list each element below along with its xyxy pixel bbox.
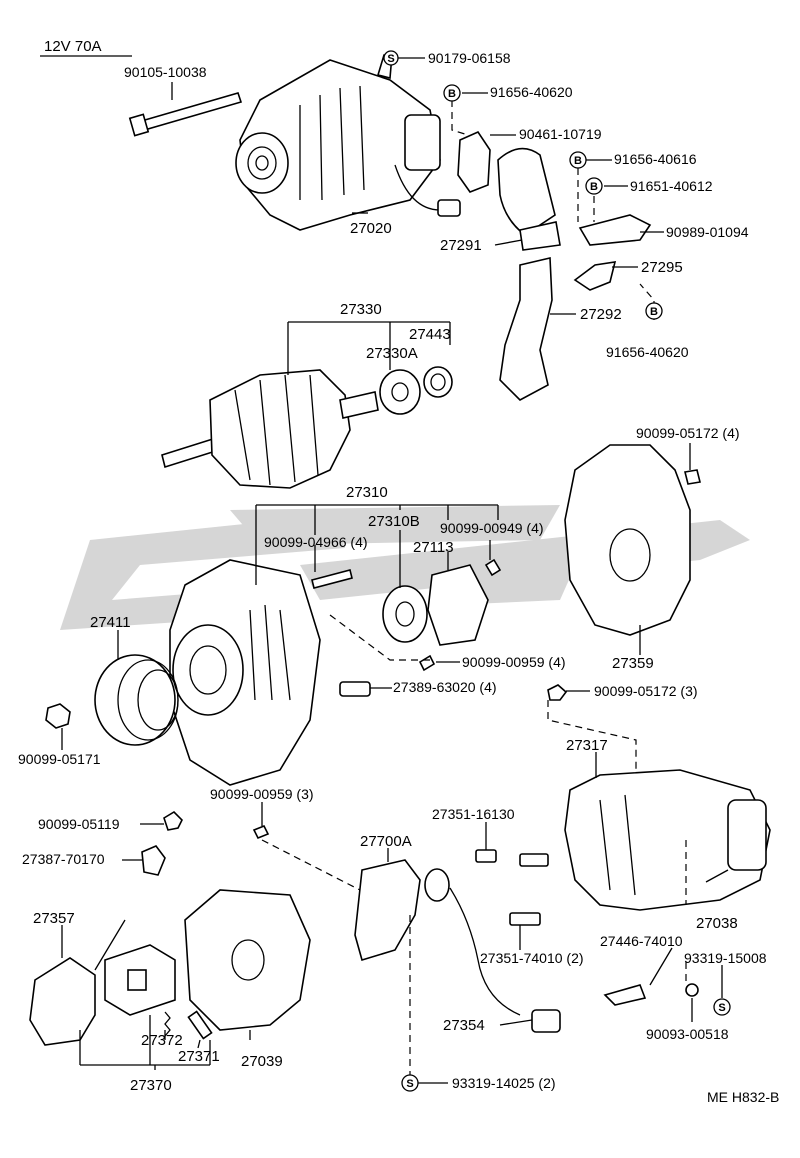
pulley — [94, 654, 179, 746]
pulley-nut — [45, 703, 71, 729]
label-90099-05172-3: 90099-05172 (3) — [594, 683, 698, 699]
stud-bolt — [311, 569, 353, 589]
brush — [187, 1010, 213, 1040]
label-93319-14025-2: 93319-14025 (2) — [452, 1075, 556, 1091]
label-90093-00518: 90093-00518 — [646, 1026, 729, 1042]
label-90989-01094: 90989-01094 — [666, 224, 749, 240]
leader-lines — [61, 57, 729, 1084]
spacer-collar — [339, 681, 371, 697]
rotor-assembly — [161, 366, 453, 489]
label-90099-00949-4: 90099-00949 (4) — [440, 520, 544, 536]
terminal-pin — [475, 849, 497, 863]
label-27330A: 27330A — [366, 345, 418, 362]
terminal-pin-2 — [519, 853, 549, 867]
label-27113: 27113 — [413, 539, 454, 556]
terminal-plate — [603, 984, 647, 1006]
brush-holder — [104, 944, 176, 1016]
label-27700A: 27700A — [360, 833, 412, 850]
svg-text:B: B — [448, 88, 456, 100]
label-90105-10038: 90105-10038 — [124, 64, 207, 80]
label-90179-06158: 90179-06158 — [428, 50, 511, 66]
symbol-b-02: B — [569, 151, 587, 169]
label-27357: 27357 — [33, 910, 75, 927]
brush-spring — [164, 1011, 171, 1037]
alternator-assembly — [235, 54, 461, 231]
symbol-b-03: B — [585, 177, 603, 195]
label-27310: 27310 — [346, 484, 388, 501]
frame-nut — [547, 684, 568, 701]
label-27351-74010-2: 27351-74010 (2) — [480, 950, 584, 966]
label-27443: 27443 — [409, 326, 451, 343]
label-27354: 27354 — [443, 1017, 485, 1034]
brush-holder-cover — [29, 919, 126, 1046]
label-90099-00959-3: 90099-00959 (3) — [210, 786, 314, 802]
diagram-code: ME H832-B — [707, 1089, 779, 1105]
label-27387-70170: 27387-70170 — [22, 851, 105, 867]
label-27389-63020-4: 27389-63020 (4) — [393, 679, 497, 695]
voltage-regulator — [354, 859, 421, 962]
label-27310B: 27310B — [368, 513, 420, 530]
label-27359: 27359 — [612, 655, 654, 672]
label-90461-10719: 90461-10719 — [519, 126, 602, 142]
drive-end-frame — [169, 559, 321, 786]
end-cover-plate — [184, 889, 311, 1031]
terminal-insulator — [141, 845, 166, 876]
symbol-s-01: S — [383, 50, 399, 66]
washer — [685, 983, 699, 997]
label-27446-74010: 27446-74010 — [600, 933, 683, 949]
label-90099-00959-4: 90099-00959 (4) — [462, 654, 566, 670]
label-27020: 27020 — [350, 220, 392, 237]
wire-bracket — [578, 214, 652, 246]
label-27317: 27317 — [566, 737, 608, 754]
label-27370: 27370 — [130, 1077, 172, 1094]
brush-screw — [252, 824, 270, 840]
svg-text:B: B — [574, 155, 582, 167]
label-91656-40620-top: 91656-40620 — [490, 84, 573, 100]
terminal-nut — [163, 810, 183, 831]
label-91656-40616: 91656-40616 — [614, 151, 697, 167]
insulator — [573, 261, 617, 291]
svg-text:S: S — [406, 1078, 413, 1090]
label-90099-05171: 90099-05171 — [18, 751, 101, 767]
symbol-s-02: S — [713, 998, 731, 1016]
label-27411: 27411 — [90, 614, 131, 631]
label-90099-05119: 90099-05119 — [38, 816, 120, 832]
label-91651-40612: 91651-40612 — [630, 178, 713, 194]
label-27351-16130: 27351-16130 — [432, 806, 515, 822]
svg-text:S: S — [387, 53, 394, 65]
terminal-boot — [497, 147, 561, 251]
wire-holder — [457, 130, 491, 193]
long-bolt — [128, 92, 243, 137]
frame-screw — [418, 654, 436, 672]
retainer-screw — [484, 558, 502, 577]
svg-text:B: B — [650, 306, 658, 318]
symbol-s-03: S — [401, 1074, 419, 1092]
terminal-cover — [499, 257, 553, 401]
symbol-b-04: B — [645, 302, 663, 320]
front-bearing — [382, 585, 428, 643]
rear-end-cover — [564, 444, 701, 636]
label-27371: 27371 — [178, 1048, 220, 1065]
svg-text:B: B — [590, 181, 598, 193]
label-90099-05172-4: 90099-05172 (4) — [636, 425, 740, 441]
label-27372: 27372 — [141, 1032, 183, 1049]
symbol-b-01: B — [443, 84, 461, 102]
connector-harness — [424, 868, 561, 1033]
label-27291: 27291 — [440, 237, 482, 254]
bearing-retainer — [427, 564, 489, 646]
part-labels: 90179-06158 90105-10038 91656-40620 9046… — [18, 50, 767, 1094]
terminal-sleeve — [509, 912, 541, 926]
label-27295: 27295 — [641, 259, 683, 276]
spec-label: 12V 70A — [44, 38, 102, 55]
label-91656-40620-bottom: 91656-40620 — [606, 344, 689, 360]
label-27292: 27292 — [580, 306, 622, 323]
label-27038: 27038 — [696, 915, 738, 932]
label-93319-15008: 93319-15008 — [684, 950, 767, 966]
svg-text:S: S — [718, 1002, 725, 1014]
label-90099-04966-4: 90099-04966 (4) — [264, 534, 368, 550]
label-27330: 27330 — [340, 301, 382, 318]
rectifier-end-frame — [564, 769, 771, 911]
label-27039: 27039 — [241, 1053, 283, 1070]
